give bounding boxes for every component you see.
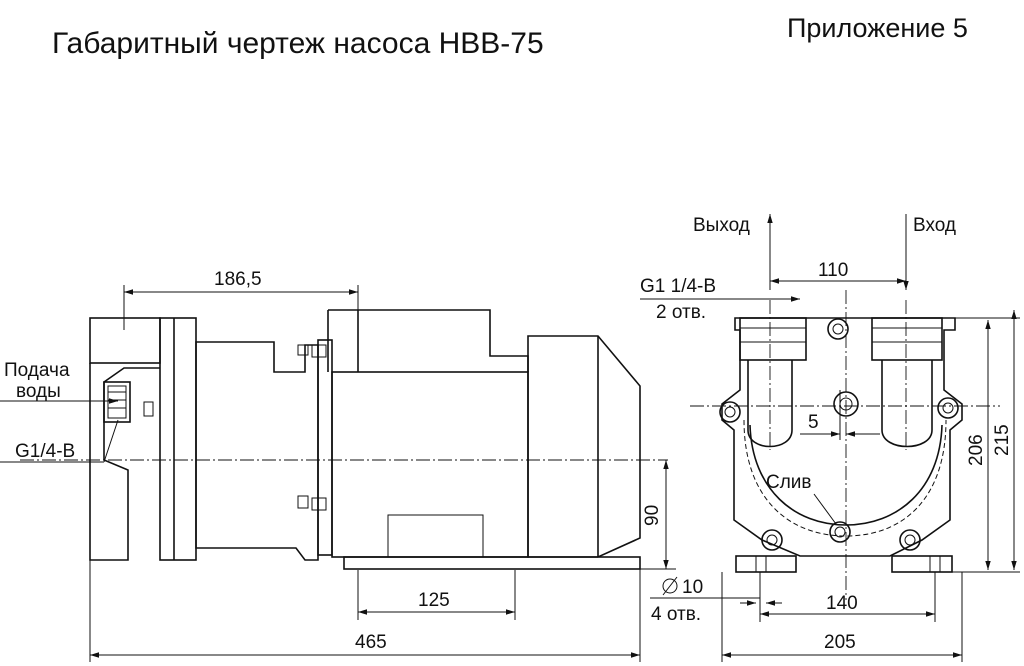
inlet-label: Вход (913, 215, 956, 236)
dim-foot-hole-spacing: 140 (826, 593, 858, 614)
foot-right (891, 555, 953, 573)
inlet-port (871, 317, 943, 361)
bolt-top (827, 318, 849, 340)
bolt-bottom-left (761, 529, 783, 551)
shaft-center (833, 391, 859, 417)
supply-thread-label: G1/4-B (15, 441, 75, 462)
drain-plug (829, 521, 851, 543)
bolt-left (719, 401, 741, 423)
appendix-label: Приложение 5 (787, 13, 968, 43)
outlet-port (739, 317, 807, 361)
dim-axis-height: 90 (642, 505, 663, 526)
supply-label-line1: Подача (4, 360, 70, 381)
diameter-symbol-icon (662, 576, 678, 596)
dim-foot-length: 125 (418, 590, 450, 611)
end-view: Выход Вход 110 G1 1/4-B 2 отв. 5 Слив 20… (640, 214, 1020, 662)
motor-rear-cover (527, 335, 641, 558)
dim-port-distance: 110 (818, 260, 848, 281)
dim-hole-diameter: 10 (682, 577, 703, 598)
dim-overall-width: 205 (824, 632, 856, 653)
drain-label: Слив (766, 472, 812, 493)
base-plate (343, 556, 641, 570)
supply-label-line2: воды (16, 381, 61, 402)
hole-count-label: 4 отв. (651, 604, 701, 625)
dim-flange-to-motor: 186,5 (214, 269, 262, 290)
side-view: Подача воды G1/4-B 186,5 125 90 465 (0, 269, 676, 662)
dim-overall-length: 465 (355, 632, 387, 653)
bolt-right (937, 397, 959, 419)
pump-housing (195, 341, 319, 561)
port-count-label: 2 отв. (656, 302, 706, 323)
terminal-box (327, 309, 529, 372)
dim-height-215: 215 (992, 424, 1013, 456)
motor-body (331, 371, 529, 558)
outlet-label: Выход (693, 215, 750, 236)
port-thread-label: G1 1/4-B (640, 276, 716, 297)
pump-body-outline (721, 317, 963, 557)
drawing-title: Габаритный чертеж насоса НВВ-75 (52, 27, 544, 60)
pump-head (89, 317, 161, 364)
dim-height-206: 206 (966, 434, 987, 466)
dim-drain-offset: 5 (808, 412, 819, 433)
pump-flange (159, 317, 197, 561)
bolt-bottom-right (899, 529, 921, 551)
